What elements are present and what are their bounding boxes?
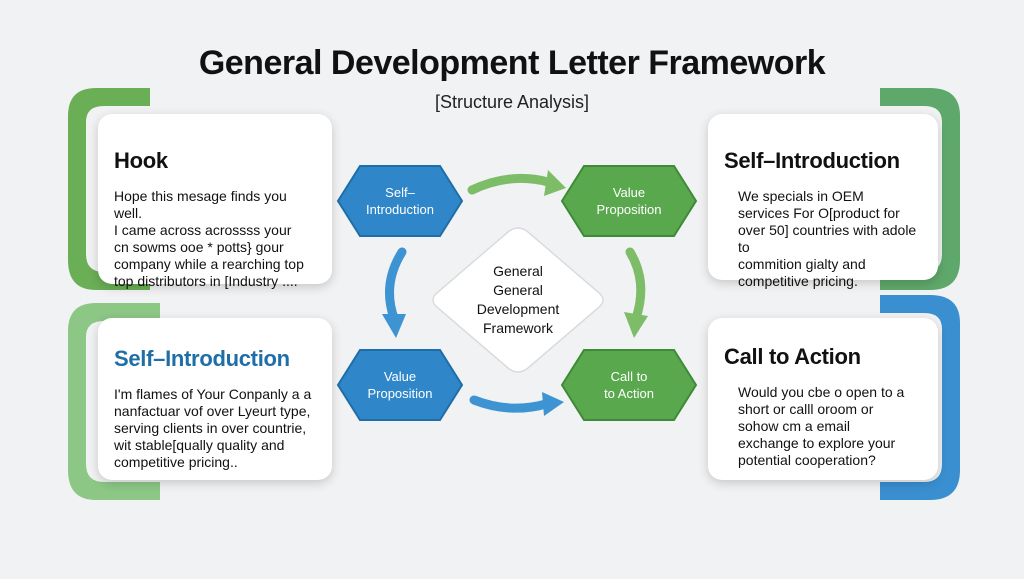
node-value-proposition-top-label: Value Proposition [596,185,662,217]
node-call-to-action-label: Call to to Action [604,369,654,401]
page-title: General Development Letter Framework [198,44,826,82]
arrow-top-head [544,170,566,196]
arrow-right-head [624,312,648,338]
arrow-right [625,247,646,323]
page-subtitle: [Structure Analysis] [434,92,590,112]
node-self-introduction-label: Self– Introduction [366,185,434,217]
card-self-introduction-left: Self–Introduction I'm flames of Your Con… [98,318,332,480]
arrow-left [385,247,407,323]
card-call-to-action-heading: Call to Action [724,344,861,369]
node-value-proposition-bottom-label: Value Proposition [367,369,433,401]
card-self-introduction-left-text: I'm flames of Your Conpanly a a nanfactu… [114,386,312,470]
card-self-introduction-right: Self–Introduction We specials in OEM ser… [708,114,938,289]
node-value-proposition-bottom-shape [336,349,464,421]
card-self-introduction-right-text: We specials in OEM services For O[produc… [738,188,917,289]
center-framework-label: General General Development Framework [476,263,560,336]
arrow-left-head [382,314,406,338]
arrow-bottom [469,395,551,413]
hook-card-bracket [68,88,150,290]
node-value-proposition-top-shape [560,165,698,237]
self-intro-left-card-bracket [68,303,160,500]
card-self-introduction-left-heading: Self–Introduction [114,346,290,371]
node-call-to-action-shape [560,349,698,421]
card-hook: Hook Hope this mesage finds you well. I … [98,114,332,289]
arrow-top [467,173,553,195]
center-diamond-shape [432,227,604,373]
arrow-bottom-head [542,392,564,416]
card-hook-heading: Hook [114,148,168,173]
card-call-to-action: Call to Action Would you cbe o open to a… [708,318,938,480]
card-self-introduction-right-heading: Self–Introduction [724,148,900,173]
card-call-to-action-text: Would you cbe o open to a short or calll… [738,384,905,468]
card-hook-text: Hope this mesage finds you well. I came … [114,188,304,289]
self-intro-right-card-bracket [880,88,960,290]
call-to-action-card-bracket [880,295,960,500]
node-self-introduction-shape [336,165,464,237]
